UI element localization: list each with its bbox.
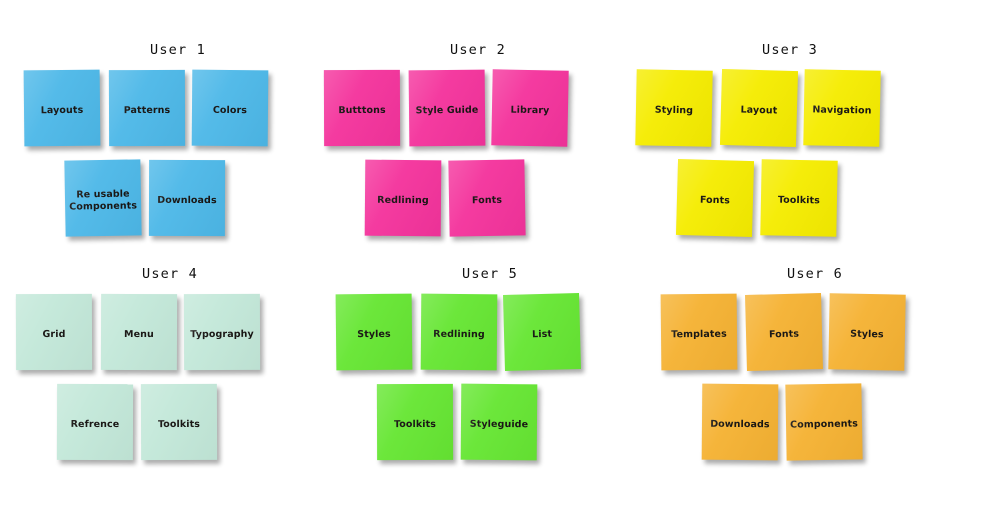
sticky-note-label: Layouts xyxy=(40,104,84,117)
sticky-note[interactable]: Layouts xyxy=(23,69,101,147)
sticky-note[interactable]: Redlining xyxy=(364,159,442,237)
sticky-note-label: Toolkits xyxy=(777,194,821,207)
sticky-note[interactable]: Styling xyxy=(635,69,713,147)
sticky-note-label: Butttons xyxy=(338,105,386,117)
sticky-note[interactable]: Downloads xyxy=(701,383,779,461)
sticky-note-label: Toolkits xyxy=(157,419,201,431)
sticky-note[interactable]: Navigation xyxy=(803,69,881,147)
sticky-note-label: Redlining xyxy=(377,194,429,207)
group-title-user-5: User 5 xyxy=(462,266,518,282)
note-group-user-3: User 3 Styling Layout Navigation Fonts T… xyxy=(630,42,950,274)
note-stack-user-6: Templates Fonts Styles Downloads Compone… xyxy=(655,288,975,498)
sticky-note[interactable]: Fonts xyxy=(675,158,755,238)
sticky-note-label: Redlining xyxy=(433,328,485,341)
sticky-note-label: Styling xyxy=(654,104,694,117)
sticky-note-label: Menu xyxy=(124,329,154,341)
sticky-note-label: Styles xyxy=(357,329,391,341)
sticky-note[interactable]: Styleguide xyxy=(460,383,538,461)
sticky-note[interactable]: Butttons xyxy=(323,69,401,147)
group-title-user-2: User 2 xyxy=(450,42,506,58)
sticky-note-label: List xyxy=(531,328,553,341)
note-stack-user-2: Butttons Style Guide Library Redlining F… xyxy=(318,64,638,274)
sticky-note[interactable]: Typography xyxy=(183,293,261,371)
sticky-note[interactable]: Library xyxy=(491,69,569,147)
sticky-note-label: Navigation xyxy=(812,104,872,117)
sticky-note[interactable]: Style Guide xyxy=(408,69,486,147)
sticky-note[interactable]: Fonts xyxy=(448,159,526,237)
group-title-user-6: User 6 xyxy=(787,266,843,282)
sticky-note-label: Fonts xyxy=(471,194,503,207)
sticky-note-label: Fonts xyxy=(768,328,800,341)
note-stack-user-4: Grid Menu Typography Refrence Toolkits xyxy=(10,288,330,498)
sticky-note[interactable]: Downloads xyxy=(148,159,226,237)
sticky-note-label: Patterns xyxy=(123,105,171,117)
sticky-note[interactable]: Toolkits xyxy=(376,383,454,461)
sticky-note-label: Styleguide xyxy=(469,418,529,431)
sticky-note-label: Refrence xyxy=(70,419,120,431)
sticky-note-label: Re usable Components xyxy=(69,188,138,213)
note-group-user-4: User 4 Grid Menu Typography Refrence Too… xyxy=(10,266,330,498)
sticky-note-label: Components xyxy=(790,418,859,431)
note-stack-user-3: Styling Layout Navigation Fonts Toolkits xyxy=(630,64,950,274)
group-title-user-1: User 1 xyxy=(150,42,206,58)
sticky-note-label: Colors xyxy=(212,105,248,117)
sticky-note-label: Fonts xyxy=(699,194,731,207)
sticky-note-label: Library xyxy=(510,104,550,117)
sticky-note[interactable]: Styles xyxy=(335,293,413,371)
sticky-note-label: Layout xyxy=(740,104,778,117)
sticky-note[interactable]: Toolkits xyxy=(140,383,218,461)
sticky-note-label: Templates xyxy=(671,328,727,341)
note-group-user-2: User 2 Butttons Style Guide Library Redl… xyxy=(318,42,638,274)
sticky-note[interactable]: Menu xyxy=(100,293,178,371)
note-stack-user-1: Layouts Patterns Colors Re usable Compon… xyxy=(18,64,338,274)
note-stack-user-5: Styles Redlining List Toolkits Styleguid… xyxy=(330,288,650,498)
note-group-user-6: User 6 Templates Fonts Styles Downloads … xyxy=(655,266,975,498)
sticky-note[interactable]: Colors xyxy=(191,69,269,147)
sticky-note[interactable]: Redlining xyxy=(420,293,498,371)
sticky-note[interactable]: Re usable Components xyxy=(64,159,142,237)
sticky-note[interactable]: Patterns xyxy=(108,69,186,147)
group-title-user-4: User 4 xyxy=(142,266,198,282)
sticky-note[interactable]: Fonts xyxy=(745,293,823,371)
sticky-note[interactable]: Layout xyxy=(719,68,799,148)
sticky-note[interactable]: Templates xyxy=(660,293,738,371)
sticky-note-label: Styles xyxy=(850,328,884,341)
sticky-note[interactable]: Toolkits xyxy=(760,159,838,237)
sticky-note[interactable]: Styles xyxy=(828,293,906,371)
sticky-note[interactable]: List xyxy=(503,293,581,371)
sticky-note-label: Downloads xyxy=(157,195,217,207)
sticky-note-label: Style Guide xyxy=(415,104,479,117)
sticky-note-label: Downloads xyxy=(710,418,770,431)
sticky-note[interactable]: Components xyxy=(785,383,863,461)
sticky-note-label: Grid xyxy=(42,329,66,341)
sticky-note[interactable]: Grid xyxy=(15,293,93,371)
group-title-user-3: User 3 xyxy=(762,42,818,58)
sticky-note-label: Typography xyxy=(190,329,254,341)
sticky-note-label: Toolkits xyxy=(393,419,437,431)
sticky-note[interactable]: Refrence xyxy=(56,383,134,461)
note-group-user-1: User 1 Layouts Patterns Colors Re usable… xyxy=(18,42,338,274)
note-group-user-5: User 5 Styles Redlining List Toolkits St… xyxy=(330,266,650,498)
